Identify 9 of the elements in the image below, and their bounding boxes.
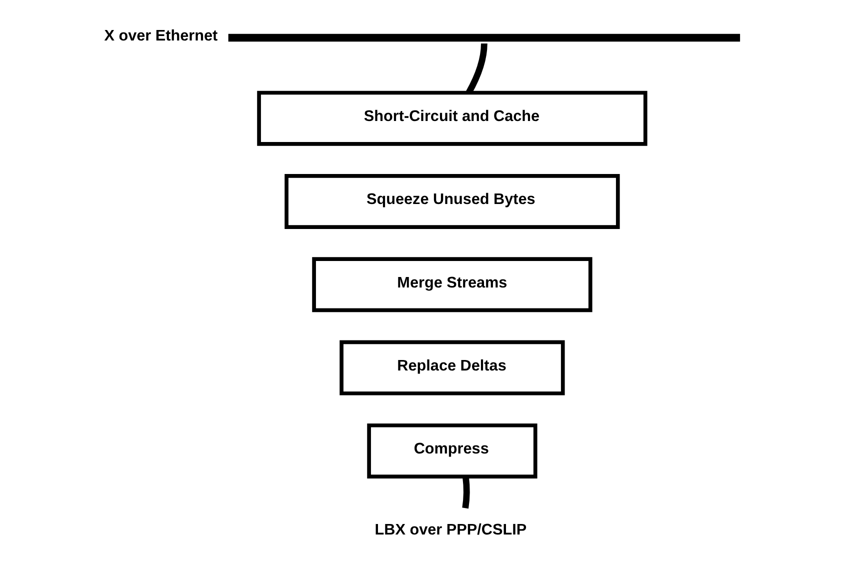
connector <box>462 476 470 509</box>
node-label: X over Ethernet <box>104 27 218 44</box>
node-bar <box>228 34 740 42</box>
node-box: Replace Deltas <box>340 340 565 396</box>
node-box: Short-Circuit and Cache <box>257 90 648 146</box>
node-text: LBX over PPP/CSLIP <box>374 521 527 538</box>
node-box: Merge Streams <box>312 257 592 312</box>
node-box: Compress <box>367 423 538 478</box>
node-box: Squeeze Unused Bytes <box>284 174 620 229</box>
